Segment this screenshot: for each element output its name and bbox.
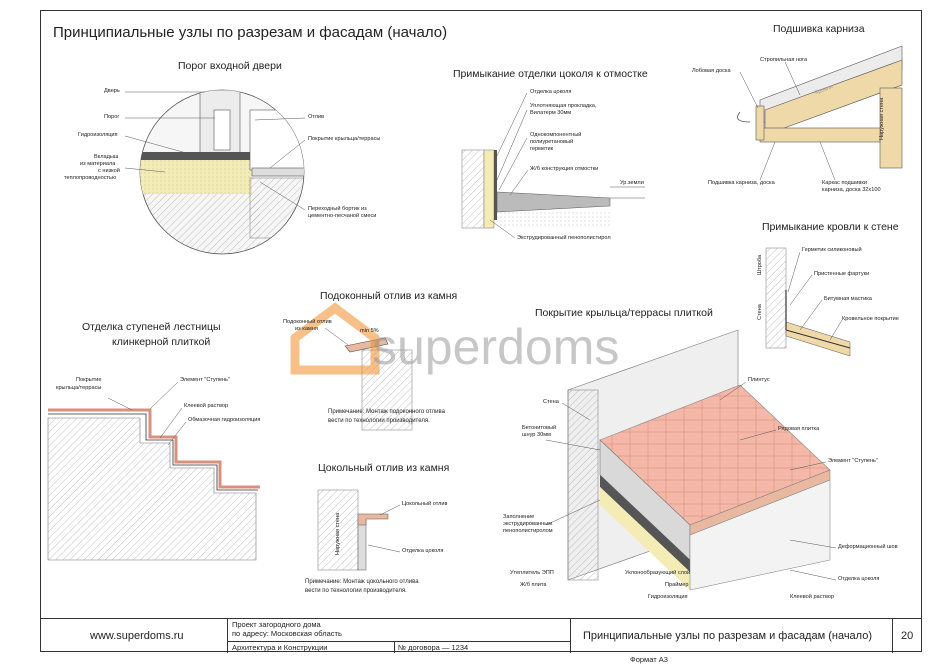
sill-drawing — [324, 327, 413, 431]
label: Элемент "Ступень" — [180, 377, 230, 383]
label: Утеплитель ЭПП — [510, 570, 554, 576]
label: Экструдированный пенополистирол — [517, 235, 611, 241]
project-cell: Проект загородного дома по адресу: Моско… — [227, 619, 571, 653]
drawing-frame — [40, 10, 922, 652]
terrace-drawing — [545, 329, 837, 591]
plinth-title: Примыкание отделки цоколя к отмостке — [453, 68, 648, 80]
project-line2: по адресу: Московская область — [232, 629, 342, 638]
section: Архитектура и Конструкции — [232, 643, 328, 652]
label: Отделка цоколя — [838, 576, 880, 582]
label: Стена — [757, 304, 763, 320]
sheet-title: Принципиальные узлы по разрезам и фасада… — [583, 630, 872, 642]
label: Покрытие крыльца/террасы — [308, 136, 381, 142]
label: Штроба — [757, 254, 763, 275]
label: Клеевой раствор — [790, 594, 835, 600]
label: из камня — [295, 326, 318, 332]
roof-wall-title: Примыкание кровли к стене — [762, 221, 899, 233]
label: Подшивка карниза, доска — [708, 180, 775, 186]
label: Каркас подшивки — [822, 180, 867, 186]
project-line1: Проект загородного дома — [232, 620, 321, 629]
label: Элемент "Ступень" — [828, 458, 878, 464]
sheet-number-cell: 20 — [892, 619, 922, 653]
roof-wall-drawing — [765, 247, 851, 357]
watermark-text: superdoms — [372, 319, 620, 375]
paper-format: Формат А3 — [630, 655, 668, 664]
label: Деформационный шов — [838, 544, 898, 550]
label: Подоконный отлив — [283, 319, 332, 325]
title-block: www.superdoms.ru Проект загородного дома… — [40, 618, 922, 653]
stairs-title-line1: Отделка ступеней лестницы — [82, 321, 221, 333]
stairs-title-line2: клинкерной плиткой — [112, 336, 211, 348]
label: Вилатерм 30мм — [530, 110, 572, 116]
label: Покрытие — [76, 377, 102, 383]
label: Переходный бортик из — [308, 206, 367, 212]
label: карниза, доска 32х100 — [822, 187, 881, 193]
eave-title: Подшивка карниза — [773, 23, 865, 35]
plinth-drip-note-line1: Примечание: Монтаж цокольного отлива — [305, 579, 419, 585]
label: пенополистиролом — [503, 528, 553, 534]
label: Заполнение — [503, 514, 535, 520]
house-logo-icon — [290, 302, 380, 375]
plinth-drip-drawing — [317, 489, 401, 571]
label: Дверь — [104, 88, 120, 94]
label: герметик — [530, 146, 554, 152]
sill-title: Подоконный отлив из камня — [320, 290, 458, 302]
label: Плинтус — [748, 377, 770, 383]
label: Лобовая доска — [692, 68, 731, 74]
threshold-title: Порог входной двери — [178, 60, 282, 72]
label: Кровельное покрытие — [842, 316, 899, 322]
sheet-number: 20 — [901, 630, 914, 642]
label: Пристенные фартуки — [814, 271, 870, 277]
watermark-logo — [285, 300, 385, 384]
label: Ж/б плита — [520, 582, 547, 588]
label: из материала — [80, 161, 116, 167]
label: Цокольный отлив — [402, 501, 448, 507]
label: теплопроводностью — [64, 175, 117, 181]
label: крыльца/террасы — [56, 385, 102, 391]
contract-number: № договора — 1234 — [398, 643, 469, 652]
stairs-drawing — [47, 381, 260, 561]
label: Рядовая плитка — [778, 426, 820, 432]
label: Стропильная нога — [760, 57, 808, 63]
label: цементно-песчаной смеси — [308, 213, 377, 219]
label: Обмазочная гидроизоляция — [188, 417, 261, 423]
label: Клеевой раствор — [184, 403, 229, 409]
label: Отлив — [308, 114, 325, 120]
label: Уклонообразующий слой — [625, 570, 691, 576]
sill-note-line2: вести по технологии производителя. — [328, 418, 430, 424]
label: Наружная стена — [879, 97, 885, 140]
label: Порог — [104, 114, 120, 120]
plinth-drip-title: Цокольный отлив из камня — [318, 462, 450, 474]
sill-note-line1: Примечание: Монтаж подоконного отлива — [328, 409, 445, 415]
page-title: Принципиальные узлы по разрезам и фасада… — [53, 24, 448, 41]
label: с низкой — [98, 168, 120, 174]
label: Гидроизоляция — [78, 132, 118, 138]
label: Отделка цоколя — [402, 548, 444, 554]
label: Праймер — [665, 582, 689, 588]
label: Стена — [543, 399, 559, 405]
label: Бетонитовый — [522, 425, 557, 431]
label: шнур 30мм — [522, 432, 551, 438]
label: Битумная мастика — [824, 296, 872, 302]
threshold-drawing — [124, 89, 306, 255]
label: Уплотняющая прокладка, — [530, 103, 597, 109]
sheet-title-cell: Принципиальные узлы по разрезам и фасада… — [570, 619, 892, 653]
label: экструдированным — [503, 521, 553, 527]
label: min 5% — [360, 328, 379, 334]
label: Гидроизоляция — [648, 594, 688, 600]
terrace-title: Покрытие крыльца/террасы плиткой — [535, 307, 713, 319]
eave-drawing — [737, 45, 903, 181]
label: Отделка цоколя — [530, 89, 572, 95]
label: Вкладыш — [94, 154, 119, 160]
label: полиуретановый — [530, 139, 574, 145]
label: Наружная стена — [335, 512, 341, 555]
label: Однокомпонентный — [530, 132, 582, 138]
plinth-drip-note-line2: вести по технологии производителя. — [305, 588, 407, 594]
website: www.superdoms.ru — [90, 630, 184, 642]
label: Герметик силиконовый — [802, 247, 862, 253]
plinth-drawing — [461, 92, 645, 239]
label: Ур.земли — [620, 180, 644, 186]
label: Ж/б конструкция отмостки — [530, 166, 599, 172]
